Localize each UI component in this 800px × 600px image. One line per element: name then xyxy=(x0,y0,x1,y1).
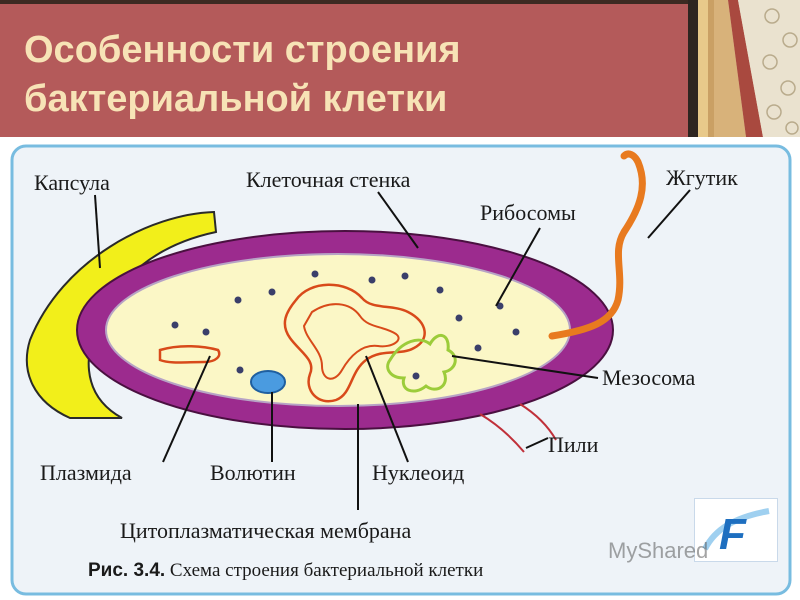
title-line-2: бактериальной клетки xyxy=(24,78,448,120)
logo-letter: F xyxy=(719,510,747,559)
label-capsule: Капсула xyxy=(34,170,110,195)
figure-caption: Рис. 3.4. Схема строения бактериальной к… xyxy=(88,560,483,582)
label-nucleoid: Нуклеоид xyxy=(372,460,465,485)
label-cytoplasmic-membrane: Цитоплазматическая мембрана xyxy=(120,518,412,543)
caption-text: Схема строения бактериальной клетки xyxy=(169,560,484,581)
plasmid-shape xyxy=(158,345,221,364)
pili-shape-2 xyxy=(519,403,557,441)
decorative-corner xyxy=(688,0,800,137)
flagellum-shape xyxy=(548,150,646,340)
cytoplasm-shape xyxy=(105,253,571,407)
label-flagellum: Жгутик xyxy=(666,165,738,190)
mesosome-shape xyxy=(386,334,457,393)
slide-title: Особенности строения бактериальной клетк… xyxy=(24,26,664,124)
title-line-1: Особенности строения xyxy=(24,29,461,71)
logo-badge: F xyxy=(694,498,778,562)
ribosomes-group xyxy=(171,270,520,380)
label-volutin: Волютин xyxy=(210,460,296,485)
cell-diagram xyxy=(10,144,792,596)
label-mesosome: Мезосома xyxy=(602,365,696,390)
caption-prefix: Рис. 3.4. xyxy=(88,560,166,581)
label-cell-wall: Клеточная стенка xyxy=(246,167,411,192)
volutin-shape xyxy=(250,370,286,394)
pili-shape xyxy=(479,413,525,453)
watermark: MyShared xyxy=(608,538,709,563)
f-logo-icon: F xyxy=(702,508,770,559)
nucleoid-shape-inner xyxy=(302,303,400,380)
slide-header: Особенности строения бактериальной клетк… xyxy=(0,0,688,137)
label-ribosomes: Рибосомы xyxy=(480,200,576,225)
label-pili: Пили xyxy=(548,432,599,457)
leader-lines xyxy=(94,189,691,510)
label-plasmid: Плазмида xyxy=(40,460,132,485)
nucleoid-shape xyxy=(283,283,426,403)
